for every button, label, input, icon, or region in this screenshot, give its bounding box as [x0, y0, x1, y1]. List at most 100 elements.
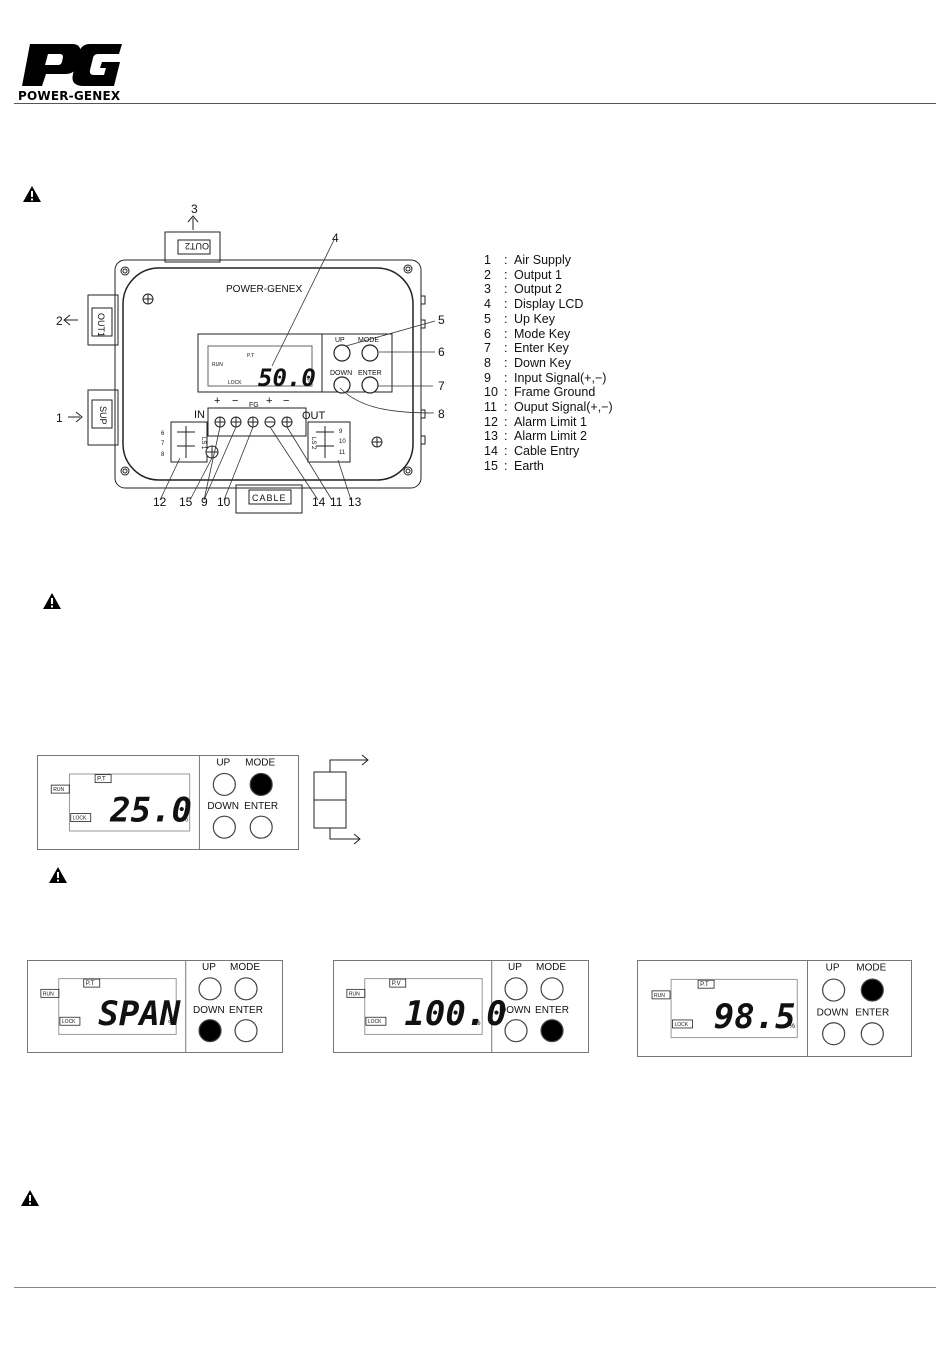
warning-icon [21, 1190, 39, 1206]
legend-item: 3:Output 2 [484, 282, 613, 297]
terminal-10: 10 [339, 439, 346, 445]
legend-item: 9:Input Signal(+,−) [484, 371, 613, 386]
legend-text: Alarm Limit 1 [514, 414, 587, 429]
legend-separator: : [504, 355, 508, 370]
footer-rule [14, 1287, 936, 1288]
callout-2: 2 [56, 314, 63, 328]
callout-9: 9 [201, 495, 208, 509]
legend-separator: : [504, 385, 508, 400]
legend-separator: : [504, 326, 508, 341]
device-brand-label: POWER-GENEX [226, 284, 302, 295]
out-label: OUT [302, 410, 326, 422]
relay-symbol [313, 754, 369, 845]
legend-separator: : [504, 429, 508, 444]
legend-item: 10:Frame Ground [484, 385, 613, 400]
cable-label: CABLE [252, 493, 287, 503]
legend-number: 15 [484, 458, 498, 473]
port-out2-label: OUT2 [185, 241, 209, 251]
down-key-button[interactable] [198, 1019, 222, 1043]
key-up-label: UP [508, 962, 522, 973]
legend-number: 4 [484, 297, 491, 312]
legend-text: Ouput Signal(+,−) [514, 400, 613, 415]
callout-6: 6 [438, 345, 445, 359]
callout-8: 8 [438, 407, 445, 421]
legend-separator: : [504, 311, 508, 326]
legend-number: 9 [484, 370, 491, 385]
legend-number: 5 [484, 311, 491, 326]
legend-text: Cable Entry [514, 444, 580, 459]
ls2-label: LS 2 [310, 437, 316, 450]
down-key-button[interactable] [822, 1022, 846, 1046]
mode-key-button[interactable] [540, 977, 564, 1001]
output-plus: + [266, 395, 272, 407]
lcd-percent: % [182, 817, 188, 824]
lcd-lock-label: LOCK [228, 380, 242, 386]
key-mode-label: MODE [358, 337, 379, 344]
legend-separator: : [504, 444, 508, 459]
key-mode-label: MODE [536, 962, 566, 973]
key-down-label: DOWN [207, 801, 239, 812]
legend-item: 1:Air Supply [484, 253, 613, 268]
lcd-run-label: RUN [43, 991, 54, 997]
legend-separator: : [504, 267, 508, 282]
mode-key-button[interactable] [249, 772, 273, 797]
enter-key-button[interactable] [249, 815, 273, 839]
up-key-button[interactable] [504, 977, 528, 1001]
callout-12: 12 [153, 495, 167, 509]
legend-text: Frame Ground [514, 385, 596, 400]
key-up-label: UP [335, 337, 345, 344]
input-minus: − [232, 395, 238, 407]
lcd-percent: % [474, 1020, 480, 1027]
lcd-lock-label: LOCK [73, 816, 87, 822]
up-key-button[interactable] [198, 977, 222, 1001]
legend-text: Input Signal(+,−) [514, 370, 607, 385]
down-key-button[interactable] [504, 1019, 528, 1043]
up-key-button[interactable] [822, 978, 846, 1002]
enter-key-button[interactable] [234, 1019, 258, 1043]
lcd-lock-label: LOCK [675, 1022, 689, 1028]
lcd-value: 50.0 [258, 364, 316, 392]
legend-number: 2 [484, 267, 491, 282]
legend-separator: : [504, 414, 508, 429]
fg-label: FG [249, 402, 259, 409]
lcd-tag: P.V [392, 981, 401, 987]
up-key-button[interactable] [212, 772, 236, 797]
enter-key-button[interactable] [540, 1019, 564, 1043]
legend-item: 5: Up Key [484, 312, 613, 327]
legend-text: Up Key [514, 311, 555, 326]
lcd-value: 25.0 [109, 791, 192, 831]
legend-number: 3 [484, 282, 491, 297]
output-minus: − [283, 395, 289, 407]
lcd-value: 98.5 [714, 997, 796, 1037]
legend-item: 12:Alarm Limit 1 [484, 415, 613, 430]
legend-number: 11 [484, 400, 497, 415]
power-genex-logo [22, 44, 122, 86]
terminal-6: 6 [161, 431, 165, 437]
legend-text: Air Supply [514, 253, 571, 267]
key-enter-label: ENTER [358, 370, 382, 377]
port-out1-label: OUT1 [96, 313, 106, 337]
key-mode-label: MODE [230, 962, 260, 973]
lcd-lock-label: LOCK [62, 1019, 76, 1025]
port-sup-label: SUP [98, 406, 108, 425]
key-up-label: UP [826, 963, 840, 974]
legend-separator: : [504, 400, 508, 415]
lcd-run-label: RUN [349, 991, 360, 997]
legend-text: Alarm Limit 2 [514, 429, 587, 444]
legend-item: 13:Alarm Limit 2 [484, 429, 613, 444]
lcd-window [364, 978, 483, 1035]
down-key-button[interactable] [212, 815, 236, 839]
terminal-7: 7 [161, 441, 165, 447]
lcd-run-label: RUN [53, 787, 64, 793]
lcd-percent: % [307, 378, 313, 384]
lcd-window [58, 978, 177, 1035]
terminal-11: 11 [339, 450, 346, 456]
mode-key-button[interactable] [234, 977, 258, 1001]
callout-14: 14 [312, 495, 326, 509]
enter-key-button[interactable] [860, 1022, 884, 1046]
callout-5: 5 [438, 313, 445, 327]
mode-key-button[interactable] [860, 978, 884, 1002]
lcd-window [670, 978, 798, 1039]
lcd-lock-label: LOCK [368, 1019, 382, 1025]
